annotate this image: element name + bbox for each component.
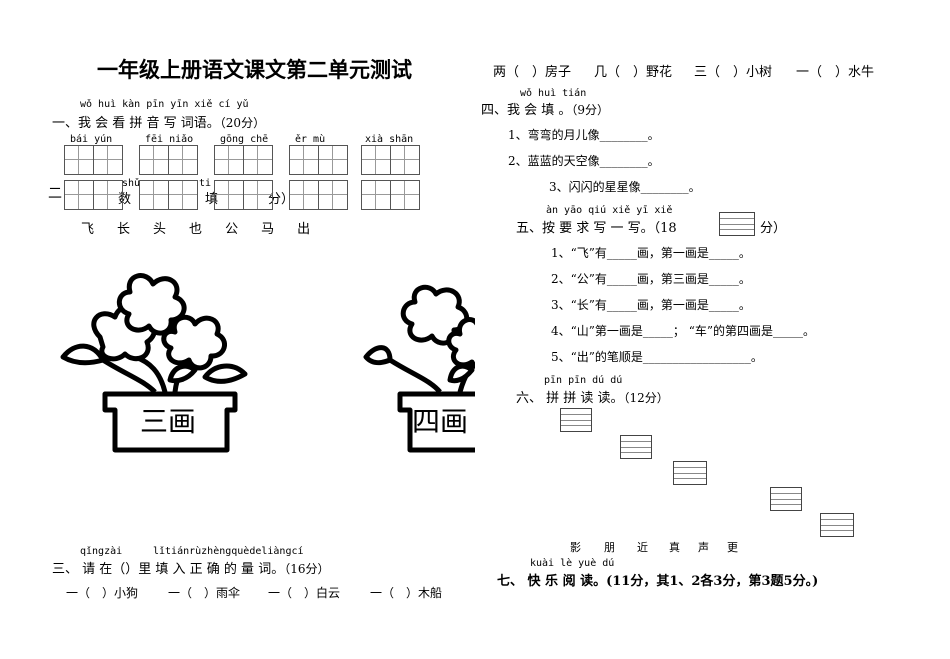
- char-item: 长: [117, 222, 131, 237]
- s5-label: 五、按 要 求 写 一 写。（18: [516, 221, 677, 236]
- char-item: 出: [297, 222, 311, 237]
- s1-word-pinyin: gōng chē: [220, 134, 269, 145]
- writing-grid[interactable]: [64, 145, 123, 175]
- s1-pinyin: wǒ huì kàn pīn yīn xiě cí yǔ: [80, 99, 249, 110]
- s6-char: 影: [570, 541, 581, 554]
- s2-char-list: 飞长头也公马出: [81, 218, 333, 237]
- flower-pot-illustration-clipped: [360, 262, 475, 462]
- measure-item: 几（ ）野花: [594, 65, 673, 80]
- s6-char: 真: [669, 541, 680, 554]
- pinyin-box[interactable]: [673, 461, 707, 485]
- s6-pinyin: pīn pīn dú dú: [544, 375, 623, 386]
- s3-label: 三、 请 在（）里 填 入 正 确 的 量 词。: [52, 562, 285, 577]
- writing-grid[interactable]: [361, 180, 420, 210]
- pot-label: 四画: [412, 405, 469, 438]
- writing-grid[interactable]: [361, 145, 420, 175]
- s4-item: 1、弯弯的月儿像________。: [508, 128, 660, 142]
- pot-label: 三画: [140, 405, 197, 438]
- writing-grid[interactable]: [139, 145, 198, 175]
- s5-item: 5、“出”的笔顺是__________________。: [551, 350, 763, 364]
- pinyin-box[interactable]: [560, 408, 592, 432]
- s7-pinyin: kuài lè yuè dú: [530, 558, 615, 569]
- pinyin-box[interactable]: [820, 513, 854, 537]
- s6-char: 朋: [604, 541, 615, 554]
- char-item: 头: [153, 222, 167, 237]
- char-item: 公: [225, 222, 239, 237]
- char-item: 马: [261, 222, 275, 237]
- s5-item: 4、“山”第一画是_____； “车”的第四画是_____。: [551, 324, 815, 338]
- page-title: 一年级上册语文课文第二单元测试: [97, 57, 412, 82]
- s6-char: 近: [637, 541, 648, 554]
- s2-num: 二: [48, 186, 62, 202]
- s3-item: 一（ ）雨伞: [168, 586, 241, 600]
- s5-item: 2、“公”有_____画，第三画是_____。: [551, 272, 751, 286]
- s1-word-pinyin: bái yún: [70, 134, 113, 145]
- s4-score: （9分）: [571, 103, 610, 117]
- writing-grid[interactable]: [289, 180, 348, 210]
- s5-score-end: 分）: [760, 221, 787, 236]
- s1-word-pinyin: fēi niǎo: [145, 134, 194, 145]
- measure-item: 一（ ）水牛: [796, 65, 875, 80]
- s2-frag: 分）: [268, 192, 295, 207]
- char-item: 飞: [81, 222, 95, 237]
- s6-label: 六、 拼 拼 读 读。: [516, 391, 624, 406]
- s3-pinyin-b: lǐtiánrùzhèngquèdeliàngcí: [153, 546, 304, 557]
- s6-char: 声: [698, 541, 709, 554]
- flower-pot-svg: [363, 284, 475, 453]
- writing-grid[interactable]: [289, 145, 348, 175]
- s3-item: 一（ ）白云: [268, 586, 341, 600]
- pinyin-box[interactable]: [770, 487, 802, 511]
- s5-pinyin: àn yāo qiú xiě yī xiě: [546, 205, 673, 216]
- s7-label: 七、 快 乐 阅 读。(11分，其1、2各3分，第3题5分。): [497, 574, 819, 589]
- measure-item: 两（ ）房子: [493, 65, 572, 80]
- s3-score: （16分）: [284, 562, 330, 576]
- writing-grid[interactable]: [214, 180, 273, 210]
- score-box[interactable]: [719, 212, 755, 236]
- writing-grid[interactable]: [64, 180, 123, 210]
- s3-item: 一（ ）木船: [370, 586, 443, 600]
- pinyin-box[interactable]: [620, 435, 652, 459]
- char-item: 也: [189, 222, 203, 237]
- s4-pinyin: wǒ huì tián: [520, 88, 587, 99]
- measure-item: 三（ ）小树: [694, 65, 773, 80]
- s6-char: 更: [727, 541, 738, 554]
- s4-label: 四、我 会 填 。: [481, 103, 572, 118]
- s3-pinyin-a: qǐngzài: [80, 546, 123, 557]
- s4-item: 2、蓝蓝的天空像________。: [508, 154, 660, 168]
- s5-item: 3、“长”有_____画，第一画是_____。: [551, 298, 751, 312]
- s3-heading: 三、 请 在（）里 填 入 正 确 的 量 词。（16分）: [52, 558, 329, 577]
- s4-heading: 四、我 会 填 。（9分）: [481, 99, 609, 118]
- writing-grid[interactable]: [139, 180, 198, 210]
- s5-item: 1、“飞”有_____画，第一画是_____。: [551, 246, 751, 260]
- s1-word-pinyin: xià shān: [365, 134, 414, 145]
- s1-label: 一、我 会 看 拼 音 写 词语。: [52, 116, 220, 131]
- flower-pot-illustration: [60, 273, 248, 453]
- s1-score: （20分）: [219, 116, 266, 130]
- s6-heading: 六、 拼 拼 读 读。（12分）: [516, 387, 669, 406]
- s3-item: 一（ ）小狗: [66, 586, 139, 600]
- s6-score: （12分）: [623, 391, 669, 405]
- s2-frag: ti: [199, 178, 212, 189]
- s1-word-pinyin: ěr mù: [295, 134, 326, 145]
- s1-heading: 一、我 会 看 拼 音 写 词语。（20分）: [52, 112, 265, 131]
- writing-grid[interactable]: [214, 145, 273, 175]
- s2-frag: shǔ: [122, 178, 141, 189]
- s4-item: 3、闪闪的星星像________。: [549, 180, 701, 194]
